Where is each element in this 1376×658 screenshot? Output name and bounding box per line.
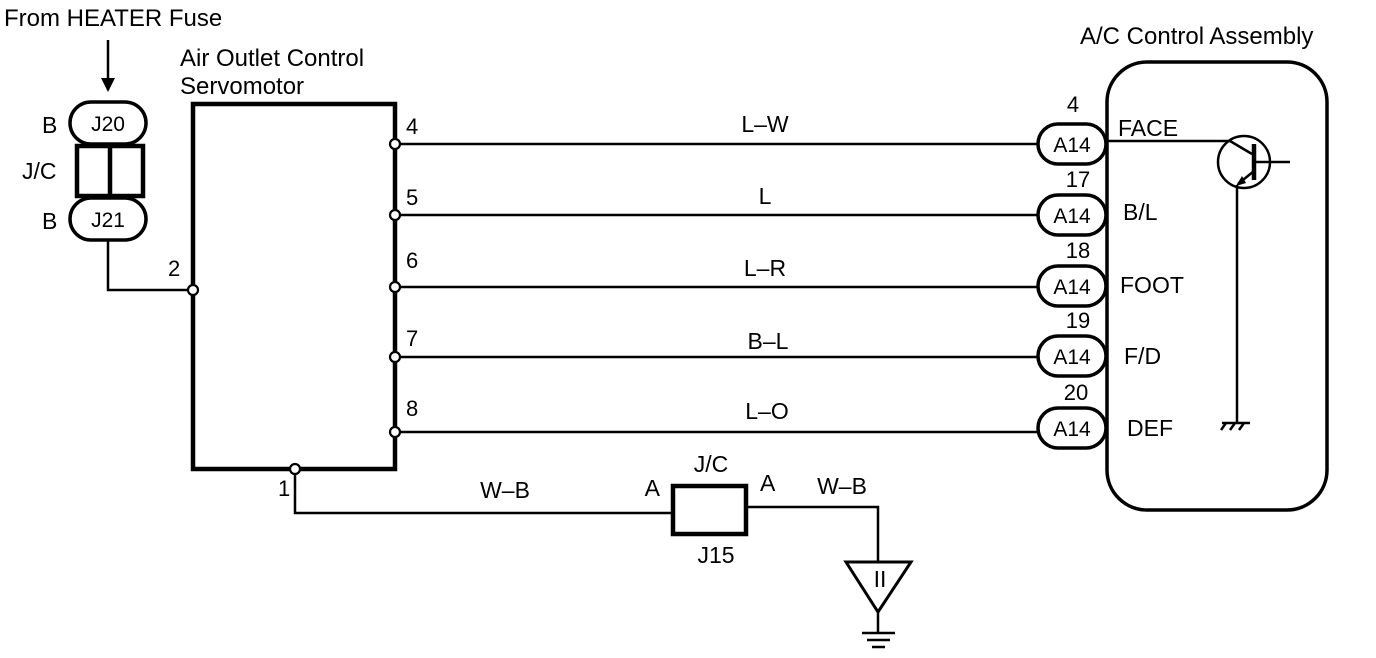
servomotor-title-2: Servomotor [180,73,304,100]
earth-ground-icon [862,631,895,649]
connector-a14-fd-label: A14 [1053,346,1091,369]
servomotor-body [190,101,398,472]
jc-j15-side-left: A [645,475,661,501]
servo-pin-6-label: 6 [406,248,418,273]
wire-color-face: L–W [741,111,789,137]
ac-control-title: A/C Control Assembly [1080,23,1313,50]
circuit-bl: 5 L A14 17 B/L [388,167,1158,237]
ac-pin-20-label: 20 [1064,380,1088,405]
heater-fuse-label: From HEATER Fuse [4,5,222,32]
connector-a14-face-label: A14 [1053,134,1091,157]
servo-pin-7-label: 7 [406,326,418,351]
connector-j20-letter: B [42,112,57,138]
function-face-label: FACE [1118,115,1178,141]
ac-pin-17-label: 17 [1066,167,1090,192]
jc-j15-side-right: A [760,470,776,496]
wire-color-wb-right: W–B [817,473,867,499]
heater-fuse-feed: From HEATER Fuse [4,5,222,92]
junction-block-j15 [670,483,749,537]
ground-point-label: II [874,566,887,592]
ground-path: W–B J/C A A J15 W–B II [293,451,914,649]
junction-block-label: J/C [22,158,57,184]
function-fd-label: F/D [1124,343,1161,369]
junction-connector-left: J20 B J/C J21 B [22,100,193,292]
wire-color-wb-left: W–B [480,477,530,503]
servo-pin-1-label: 1 [278,476,290,501]
chassis-ground-icon [1219,421,1250,431]
connector-a14-foot-label: A14 [1053,276,1091,299]
wire-color-bl: L [759,183,772,209]
servo-pin-5-node [388,208,402,222]
wire-wb-left [293,474,673,515]
servomotor: Air Outlet Control Servomotor 2 1 [168,45,398,501]
wire-color-foot: L–R [744,255,786,281]
connector-a14-def-label: A14 [1053,418,1091,441]
servomotor-title-1: Air Outlet Control [180,45,364,72]
servo-pin-2-node [186,283,200,297]
wire-wb-right [746,505,880,562]
function-def-label: DEF [1127,415,1173,441]
servo-pin-6-node [388,280,402,294]
wire-to-servo-pin2 [106,240,193,292]
ground-point-icon [843,560,914,615]
servo-pin-5-label: 5 [406,185,418,210]
ac-pin-18-label: 18 [1066,238,1090,263]
circuit-def: 8 L–O A14 20 DEF [388,380,1173,450]
servo-pin-4-node [388,137,402,151]
connector-j21-letter: B [42,208,57,234]
servo-pin-8-label: 8 [406,396,418,421]
transistor-icon [1106,134,1290,423]
connector-a14-bl-label: A14 [1053,205,1091,228]
feed-arrow-icon [101,78,115,92]
ac-control-assembly: A/C Control Assembly [1080,23,1329,512]
wire-color-fd: B–L [748,328,789,354]
ac-pin-19-label: 19 [1066,308,1090,333]
servo-pin-2-label: 2 [168,256,180,281]
circuit-face: 4 L–W A14 4 FACE [388,92,1178,166]
servo-pin-4-label: 4 [406,114,418,139]
circuit-foot: 6 L–R A14 18 FOOT [388,238,1184,308]
ac-pin-4-label: 4 [1067,92,1079,117]
ac-control-body [1105,60,1329,512]
jc-j15-code: J15 [697,542,734,568]
wire-color-def: L–O [745,398,788,424]
connector-j21-label: J21 [91,209,125,232]
circuit-fd: 7 B–L A14 19 F/D [388,308,1161,378]
jc-j15-top-label: J/C [694,451,729,477]
connector-j20-label: J20 [91,113,125,136]
function-foot-label: FOOT [1120,272,1184,298]
servo-pin-7-node [388,350,402,364]
servo-pin-8-node [388,425,402,439]
servo-pin-1-node [288,462,302,476]
function-bl-label: B/L [1123,199,1158,225]
